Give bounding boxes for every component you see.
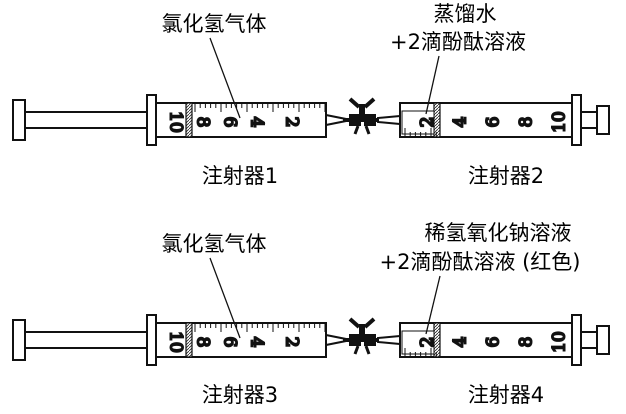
scale-number: 2 bbox=[418, 337, 438, 348]
scale-number: 4 bbox=[247, 337, 267, 348]
syringe-1-name: 注射器1 bbox=[202, 164, 278, 188]
valve-bottom bbox=[343, 317, 378, 355]
barrel-flange-2 bbox=[571, 94, 582, 146]
scale-number: 2 bbox=[418, 117, 438, 128]
syringe-4: 2 4 6 8 10 bbox=[377, 314, 610, 366]
liquid-label-top-line1: 蒸馏水 bbox=[434, 2, 497, 26]
leader-gas-bottom bbox=[209, 257, 241, 339]
plunger-rod-2 bbox=[580, 111, 598, 129]
liquid-4 bbox=[401, 330, 435, 355]
syringe-2: 2 4 6 8 10 bbox=[377, 94, 610, 146]
scale-number: 8 bbox=[193, 337, 213, 348]
barrel-flange-3 bbox=[146, 314, 157, 366]
scale-number: 4 bbox=[451, 117, 471, 128]
scale-ticks-2 bbox=[404, 128, 437, 137]
barrel-flange-1 bbox=[146, 94, 157, 146]
syringe-3-name: 注射器3 bbox=[202, 383, 278, 407]
scale-number: 2 bbox=[282, 117, 302, 128]
piston-3 bbox=[185, 322, 193, 358]
gas-label-top: 氯化氢气体 bbox=[162, 12, 267, 36]
plunger-thumb-2 bbox=[596, 105, 610, 135]
scale-number: 10 bbox=[166, 111, 186, 133]
scale-number: 8 bbox=[517, 337, 537, 348]
scale-number: 6 bbox=[484, 337, 504, 348]
scale-number: 6 bbox=[220, 117, 240, 128]
scale-ticks-3 bbox=[194, 323, 326, 332]
scale-number: 10 bbox=[166, 331, 186, 353]
leader-liquid-bottom bbox=[425, 275, 441, 335]
plunger-rod-1 bbox=[24, 111, 148, 129]
barrel-flange-4 bbox=[571, 314, 582, 366]
nozzle-4 bbox=[377, 334, 401, 346]
scale-numbers-2: 2 4 6 8 10 bbox=[417, 110, 571, 134]
plunger-thumb-3 bbox=[12, 319, 26, 361]
leader-gas-top bbox=[209, 37, 241, 119]
piston-1 bbox=[185, 102, 193, 138]
scale-number: 8 bbox=[517, 117, 537, 128]
gas-label-bottom: 氯化氢气体 bbox=[162, 232, 267, 256]
valve-top bbox=[343, 97, 378, 135]
liquid-label-bottom-line1: 稀氢氧化钠溶液 bbox=[425, 221, 572, 245]
scale-number: 2 bbox=[282, 337, 302, 348]
liquid-label-bottom-line2: +2滴酚酞溶液 (红色) bbox=[379, 250, 580, 274]
syringe-2-name: 注射器2 bbox=[468, 164, 544, 188]
plunger-rod-4 bbox=[580, 331, 598, 349]
scale-number: 4 bbox=[451, 337, 471, 348]
scale-number: 10 bbox=[550, 331, 570, 353]
scale-number: 4 bbox=[247, 117, 267, 128]
liquid-label-top-line2: +2滴酚酞溶液 bbox=[390, 30, 526, 54]
plunger-thumb-1 bbox=[12, 99, 26, 141]
liquid-2 bbox=[401, 110, 435, 135]
scale-number: 10 bbox=[550, 111, 570, 133]
scale-ticks-1 bbox=[194, 103, 326, 112]
syringe-4-name: 注射器4 bbox=[468, 383, 544, 407]
barrel-1 bbox=[155, 102, 327, 138]
scale-number: 6 bbox=[220, 337, 240, 348]
leader-liquid-top bbox=[425, 55, 440, 115]
scale-ticks-4 bbox=[404, 348, 437, 357]
plunger-thumb-4 bbox=[596, 325, 610, 355]
scale-number: 6 bbox=[484, 117, 504, 128]
barrel-3 bbox=[155, 322, 327, 358]
scale-numbers-4: 2 4 6 8 10 bbox=[417, 330, 571, 354]
plunger-rod-3 bbox=[24, 331, 148, 349]
scale-number: 8 bbox=[193, 117, 213, 128]
nozzle-2 bbox=[377, 114, 401, 126]
